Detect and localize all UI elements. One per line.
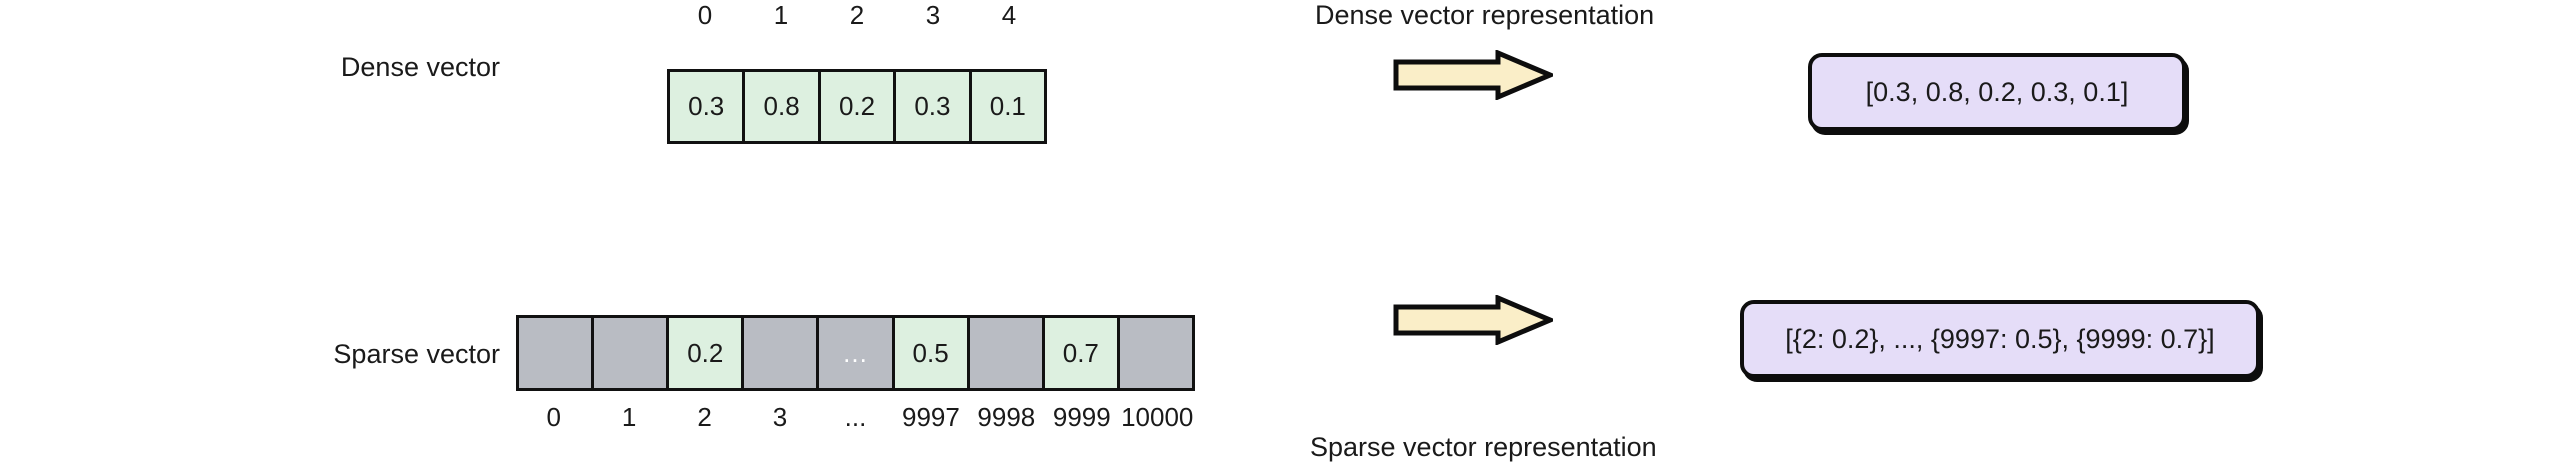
dense-tick-2: 2 [849,0,865,30]
dense-tick-0: 0 [697,0,713,30]
sparse-vector-strip: 0.2...0.5 0.7 [516,315,1195,391]
dense-representation-caption: Dense vector representation [1315,0,1655,30]
dense-vector-label: Dense vector [340,52,500,82]
right-arrow-icon [1393,49,1557,101]
sparse-tick-3: 3 [772,402,788,432]
sparse-cell-7: 0.7 [1044,318,1120,388]
dense-cell-4: 0.1 [971,72,1045,141]
sparse-cell-0 [519,318,595,388]
sparse-tick-0: 0 [546,402,561,432]
dense-tick-4: 4 [1001,0,1017,30]
sparse-tick-4: ... [844,402,867,432]
sparse-cell-3 [744,318,820,388]
sparse-tick-2: 2 [697,402,712,432]
sparse-vector-label: Sparse vector [333,339,500,369]
sparse-tick-6: 9998 [977,402,1036,432]
dense-cell-0: 0.3 [670,72,746,141]
sparse-tick-8: 10000 [1121,402,1194,432]
sparse-cell-1 [594,318,670,388]
sparse-tick-7: 9999 [1052,402,1111,432]
sparse-cell-4: ... [819,318,895,388]
right-arrow-icon [1393,294,1557,346]
sparse-arrow [1393,294,1557,350]
dense-cell-2: 0.2 [820,72,897,141]
dense-representation-box: [0.3, 0.8, 0.2, 0.3, 0.1] [1808,53,2186,131]
sparse-cell-5: 0.5 [894,318,970,388]
sparse-cell-2: 0.2 [669,318,745,388]
dense-cell-3: 0.3 [896,72,972,141]
sparse-tick-1: 1 [621,402,637,432]
dense-index-axis: 0 1 2 3 4 [667,0,1047,31]
sparse-representation-box: [{2: 0.2}, ..., {9997: 0.5}, {9999: 0.7}… [1740,300,2260,378]
sparse-index-axis: 0 1 2 3... 9997 9998 9999 10000 [516,402,1195,433]
dense-arrow [1393,49,1557,105]
dense-tick-1: 1 [773,0,789,30]
sparse-tick-5: 9997 [901,402,960,432]
sparse-representation-caption: Sparse vector representation [1310,432,1657,462]
dense-cell-1: 0.8 [745,72,821,141]
sparse-cell-6 [969,318,1045,388]
sparse-cell-8 [1119,318,1192,388]
dense-tick-3: 3 [925,0,941,30]
